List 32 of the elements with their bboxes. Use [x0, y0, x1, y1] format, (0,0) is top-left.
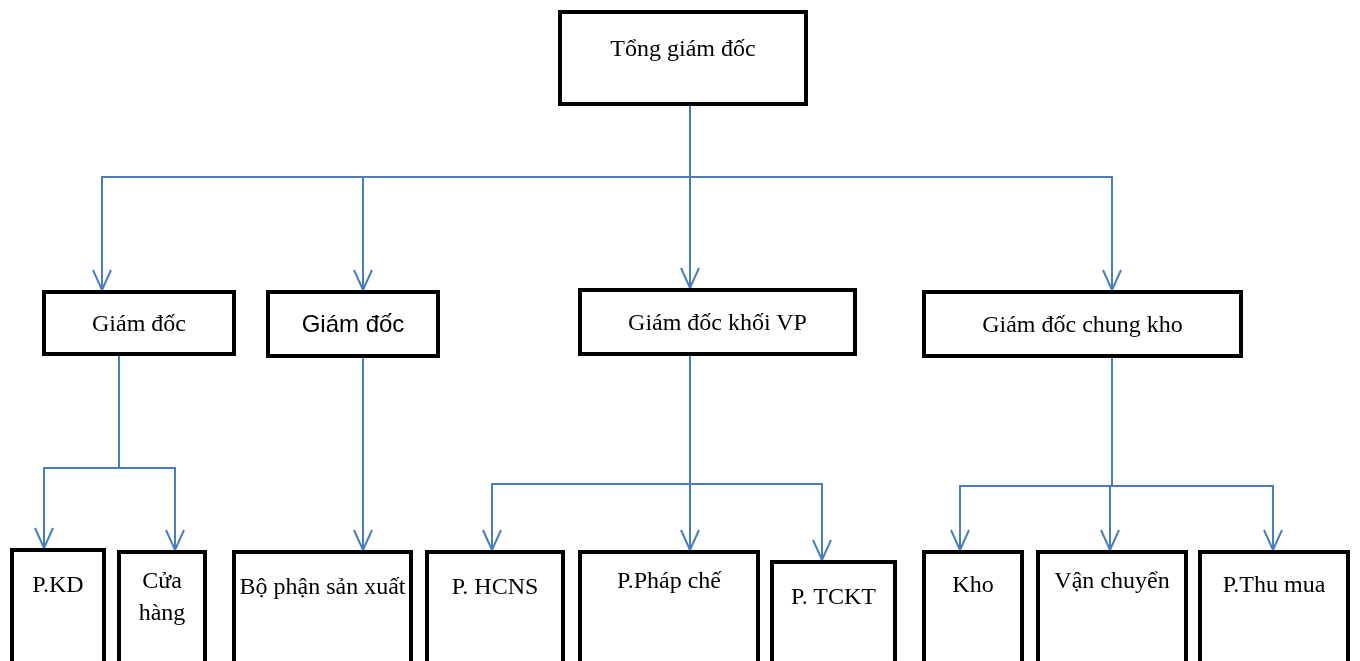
box-title: P.Pháp chế	[617, 566, 721, 595]
box-title: Kho	[952, 570, 994, 599]
org-box	[1036, 550, 1188, 661]
org-box	[770, 560, 897, 661]
box-title: P. TCKT	[791, 582, 876, 611]
box-title: Giám đốc	[92, 308, 186, 338]
org-box	[558, 10, 808, 106]
box-title: Giám đốc chung kho	[982, 309, 1183, 339]
connector-arrow	[118, 355, 185, 551]
box-title: P.Thu mua	[1222, 570, 1326, 599]
org-box	[425, 550, 565, 661]
org-box	[266, 290, 440, 358]
box-title: Giám đốc khối VP	[628, 307, 807, 337]
org-box	[232, 550, 413, 661]
org-box	[1198, 550, 1350, 661]
org-box	[117, 550, 207, 661]
connector-arrow	[689, 355, 832, 561]
org-box	[578, 288, 857, 356]
box-title: Giám đốc	[301, 308, 405, 339]
box-title: Tổng giám đốc	[610, 34, 756, 63]
box-title: P.KD	[32, 570, 84, 599]
org-box	[578, 550, 760, 661]
box-title: P. HCNS	[451, 572, 539, 601]
org-box	[42, 290, 236, 356]
org-box	[922, 290, 1243, 358]
connector-arrow	[353, 357, 373, 551]
box-title: Cửa hàng	[137, 566, 187, 628]
box-title: Vận chuyển	[1054, 566, 1170, 595]
org-box	[922, 550, 1024, 661]
box-title: Bộ phận sản xuất	[239, 572, 406, 601]
connector-arrow	[1111, 357, 1283, 551]
org-box	[10, 548, 106, 661]
